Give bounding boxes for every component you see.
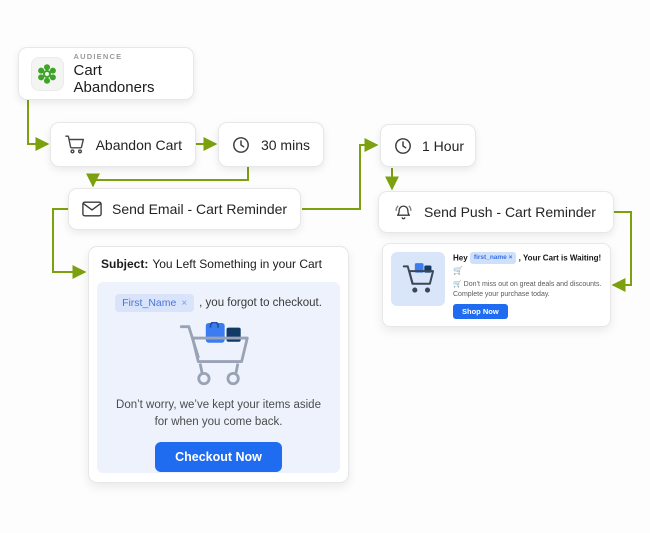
email-preview-card: Subject:You Left Something in your Cart … (88, 246, 349, 483)
email-subject: Subject:You Left Something in your Cart (89, 247, 348, 281)
connector-audience-to-abandon-cart (27, 100, 50, 151)
email-subject-text: You Left Something in your Cart (152, 257, 323, 271)
node-label: 1 Hour (422, 137, 465, 154)
personalization-chip[interactable]: First_Name × (115, 294, 195, 312)
email-subject-label: Subject: (101, 257, 149, 271)
node-send-email[interactable]: Send Email - Cart Reminder (68, 188, 301, 230)
shopping-cart-illustration (97, 321, 340, 393)
push-title-suffix: , Your Cart is Waiting! 🛒 (453, 253, 602, 276)
node-wait-30-mins[interactable]: 30 mins (218, 122, 324, 167)
checkout-now-button[interactable]: Checkout Now (155, 442, 282, 473)
node-send-push[interactable]: Send Push - Cart Reminder (378, 191, 614, 233)
push-chip-label: first_name (473, 254, 507, 261)
clock-icon (394, 137, 412, 155)
push-chip-remove-icon[interactable]: × (508, 254, 513, 261)
bell-icon (392, 203, 414, 222)
push-body-text: 🛒 Don’t miss out on great deals and disc… (453, 280, 602, 299)
push-title: Hey first_name × , Your Cart is Waiting!… (453, 252, 602, 278)
email-greeting-row: First_Name × , you forgot to checkout. (97, 294, 340, 312)
push-title-prefix: Hey (453, 253, 468, 263)
node-label: 30 mins (260, 136, 310, 153)
push-personalization-chip[interactable]: first_name × (469, 252, 517, 265)
audience-icon (31, 56, 64, 91)
connector-30mins-to-send-email (86, 167, 249, 188)
cart-icon (64, 135, 86, 154)
node-abandon-cart[interactable]: Abandon Cart (50, 122, 196, 167)
audience-kicker: AUDIENCE (73, 51, 123, 61)
shop-now-button[interactable]: Shop Now (453, 303, 508, 319)
node-wait-1-hour[interactable]: 1 Hour (380, 124, 476, 167)
email-body-text: Don’t worry, we’ve kept your items aside… (116, 399, 321, 428)
email-body: First_Name × , you forgot to checkout. D (97, 282, 340, 473)
push-preview-card: Hey first_name × , Your Cart is Waiting!… (382, 243, 611, 327)
chip-remove-icon[interactable]: × (181, 297, 188, 309)
envelope-icon (82, 201, 102, 217)
push-image-thumbnail (391, 252, 445, 306)
connector-send-email-to-email-preview (52, 208, 87, 279)
connector-send-push-to-push-preview (611, 211, 632, 292)
audience-label: Cart Abandoners (73, 61, 155, 96)
node-label: Send Push - Cart Reminder (424, 204, 596, 220)
node-audience-cart-abandoners[interactable]: AUDIENCE Cart Abandoners (18, 47, 194, 100)
clock-icon (232, 136, 251, 154)
connector-send-email-to-1hour (302, 138, 379, 210)
personalization-chip-label: First_Name (122, 297, 177, 309)
push-content: Hey first_name × , Your Cart is Waiting!… (453, 252, 602, 319)
email-greeting-text: , you forgot to checkout. (199, 297, 322, 309)
node-label: Send Email - Cart Reminder (112, 201, 288, 217)
node-label: Abandon Cart (95, 136, 182, 153)
